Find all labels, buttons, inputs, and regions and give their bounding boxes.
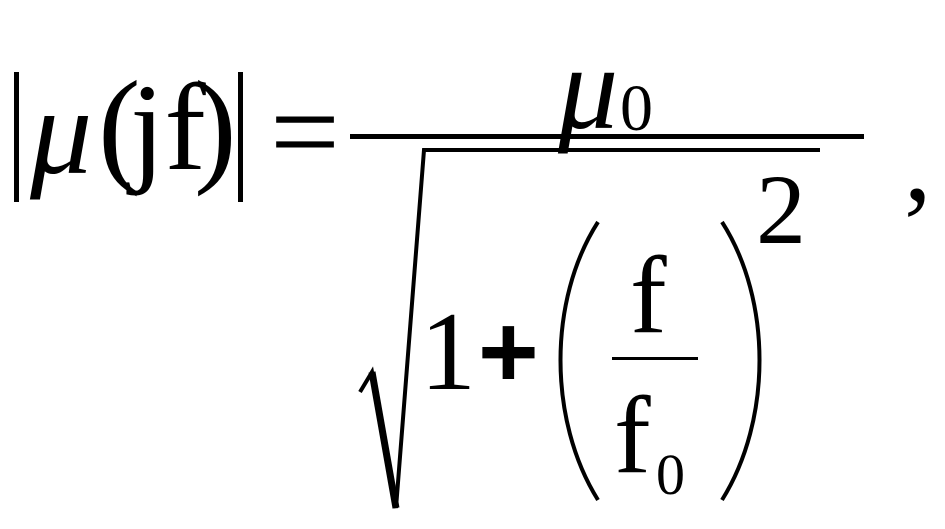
trailing-comma: , xyxy=(904,102,932,224)
inner-denominator-subscript: 0 xyxy=(656,442,685,507)
inner-denominator-f: f xyxy=(614,374,651,496)
inner-numerator-f: f xyxy=(630,234,667,356)
lhs-argument: jf xyxy=(130,59,206,196)
lhs-open-paren: ( xyxy=(98,55,141,197)
exponent: 2 xyxy=(756,154,806,265)
lhs-close-paren: ) xyxy=(194,55,237,197)
inner-fraction-bar xyxy=(612,357,698,360)
abs-bar-right xyxy=(238,72,243,202)
equals-sign: = xyxy=(270,63,340,200)
numerator-subscript: 0 xyxy=(620,72,653,145)
denominator-plus: + xyxy=(478,294,539,410)
main-fraction-bar xyxy=(350,134,864,139)
lhs-mu: μ xyxy=(30,63,93,200)
numerator-mu: μ xyxy=(558,21,619,154)
denominator-one: 1 xyxy=(420,290,476,414)
abs-bar-left xyxy=(14,72,19,202)
